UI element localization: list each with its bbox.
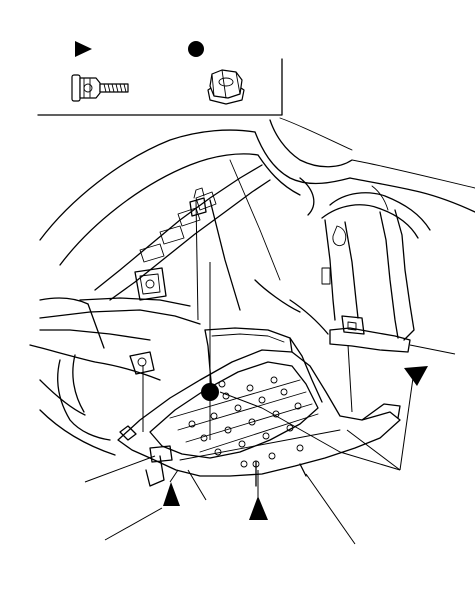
callout-leaders [84,199,456,545]
callout-left-triangle-icon [163,482,180,506]
vehicle-frame [29,117,475,456]
callout-markers [163,366,428,520]
cover-holes [188,376,304,468]
callout-center-triangle-icon [249,496,268,520]
circle-marker-icon [188,41,204,57]
flange-bolt-icon [71,74,129,102]
fastener-legend [37,41,283,116]
triangle-marker-icon [75,41,92,57]
under-cover-panel [117,327,401,487]
flange-nut-icon [207,69,245,105]
callout-right-triangle-icon [404,366,428,386]
callout-center-nut-icon [201,383,219,401]
